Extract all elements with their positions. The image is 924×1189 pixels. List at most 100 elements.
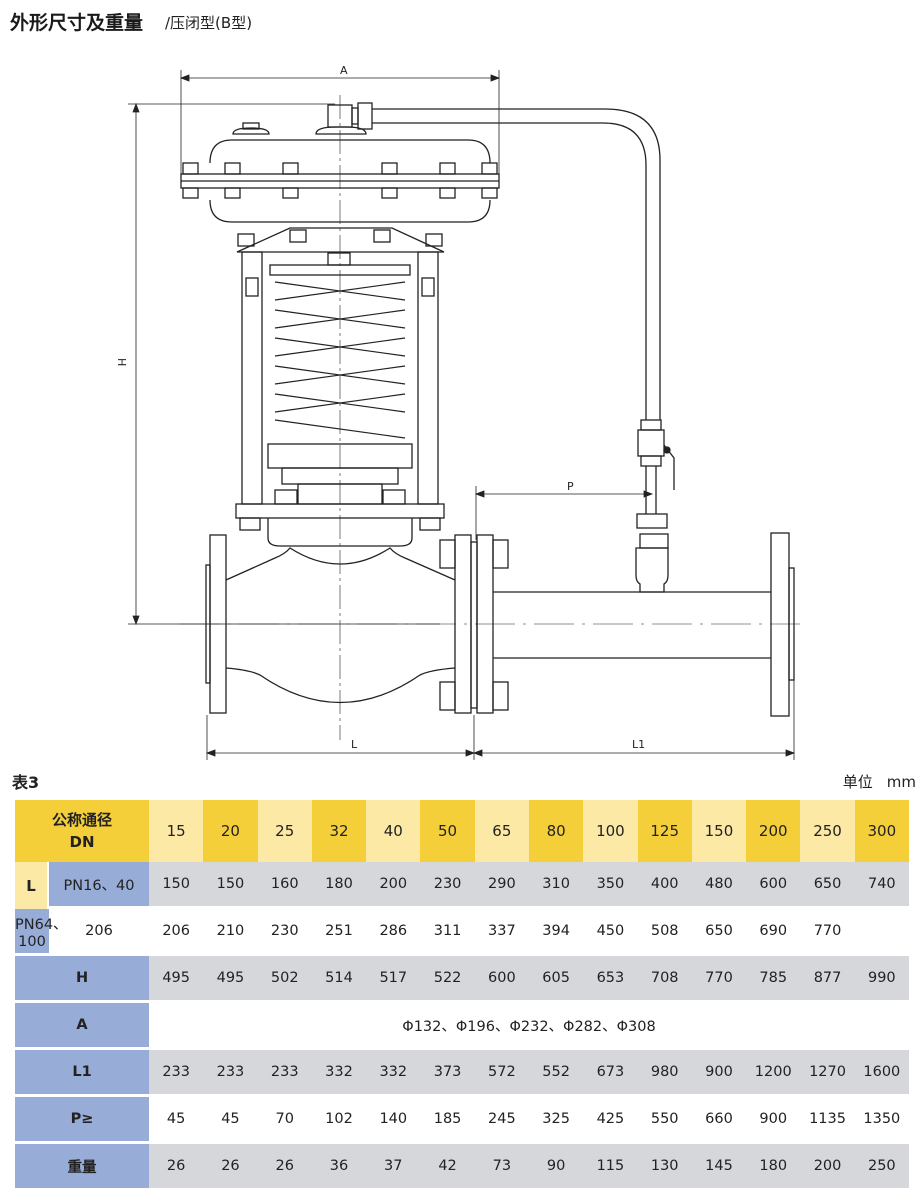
value-cell: 1600 (854, 1050, 909, 1094)
value-cell: 180 (746, 1144, 801, 1188)
value-cell: 206 (49, 909, 150, 953)
value-cell: 230 (257, 909, 312, 953)
value-cell: 130 (637, 1144, 692, 1188)
value-cell: 600 (474, 956, 529, 1000)
dn-cell: 250 (800, 800, 855, 862)
value-cell: 42 (420, 1144, 475, 1188)
dn-cell: 65 (474, 800, 529, 862)
value-cell: 660 (691, 1097, 747, 1141)
value-cell: 514 (311, 956, 367, 1000)
value-cell: 290 (474, 862, 529, 906)
dn-header-cn: 公称通径 (52, 811, 113, 829)
label-l1: L1 (632, 738, 645, 751)
value-cell: 650 (691, 909, 747, 953)
value-cell: 550 (637, 1097, 692, 1141)
value-cell: 900 (746, 1097, 801, 1141)
value-cell: 508 (637, 909, 692, 953)
row-label: H (15, 956, 150, 1000)
value-cell: 770 (800, 909, 855, 953)
label-l: L (351, 738, 358, 751)
value-cell: 740 (854, 862, 909, 906)
value-cell: 495 (203, 956, 258, 1000)
value-cell: 115 (583, 1144, 638, 1188)
value-cell: 877 (800, 956, 855, 1000)
row-label: PN64、100 (15, 909, 68, 953)
dn-cell: 40 (366, 800, 421, 862)
label-a: A (340, 64, 348, 77)
value-cell: 206 (149, 909, 204, 953)
housing-bolts (182, 162, 498, 199)
page-subtitle: /压闭型(B型) (165, 14, 253, 32)
value-cell: 495 (149, 956, 204, 1000)
row-label: P≥ (15, 1097, 150, 1141)
dn-cell: 15 (149, 800, 204, 862)
value-cell: 233 (149, 1050, 204, 1094)
spring (274, 281, 406, 439)
value-cell: 245 (474, 1097, 529, 1141)
dimension-l (205, 680, 796, 760)
value-cell: 140 (366, 1097, 421, 1141)
value-cell: 332 (311, 1050, 367, 1094)
value-cell: 480 (691, 862, 747, 906)
value-cell: 450 (583, 909, 638, 953)
value-cell: 200 (366, 862, 421, 906)
value-cell: 600 (746, 862, 801, 906)
merged-cell: Φ132、Φ196、Φ232、Φ282、Φ308 (149, 1003, 909, 1047)
value-cell: 708 (637, 956, 692, 1000)
value-cell: 145 (691, 1144, 747, 1188)
row-label: A (15, 1003, 150, 1047)
dimension-p (474, 486, 654, 540)
dn-cell: 150 (691, 800, 747, 862)
value-cell: 332 (366, 1050, 421, 1094)
dimension-a (179, 70, 501, 175)
value-cell: 150 (149, 862, 204, 906)
value-cell: 990 (854, 956, 909, 1000)
dn-cell: 300 (854, 800, 909, 862)
table-caption: 表3 (12, 773, 40, 792)
value-cell: 233 (257, 1050, 312, 1094)
value-cell: 37 (366, 1144, 421, 1188)
value-cell: 517 (366, 956, 421, 1000)
value-cell: 425 (583, 1097, 638, 1141)
dn-cell: 25 (257, 800, 312, 862)
value-cell: 605 (528, 956, 584, 1000)
value-cell: 1350 (854, 1097, 909, 1141)
value-cell: 770 (691, 956, 747, 1000)
value-cell: 180 (311, 862, 367, 906)
value-cell: 785 (746, 956, 801, 1000)
value-cell: 73 (474, 1144, 529, 1188)
valve-drawing: A H (0, 50, 924, 765)
value-cell: 36 (311, 1144, 367, 1188)
label-p: P (567, 480, 574, 493)
value-cell: 650 (800, 862, 855, 906)
row-label: PN16、40 (49, 862, 150, 906)
value-cell: 26 (257, 1144, 312, 1188)
value-cell: 690 (746, 909, 801, 953)
value-cell: 185 (420, 1097, 475, 1141)
value-cell: 90 (528, 1144, 584, 1188)
page-title: 外形尺寸及重量 (10, 12, 144, 34)
value-cell: 325 (528, 1097, 584, 1141)
value-cell: 1270 (800, 1050, 855, 1094)
dn-cell: 32 (311, 800, 367, 862)
value-cell: 502 (257, 956, 312, 1000)
value-cell: 1200 (746, 1050, 801, 1094)
label-h: H (115, 358, 128, 366)
value-cell: 200 (800, 1144, 855, 1188)
value-cell: 286 (366, 909, 421, 953)
value-cell: 210 (203, 909, 258, 953)
dn-cell: 50 (420, 800, 475, 862)
value-cell: 350 (583, 862, 638, 906)
value-cell: 900 (691, 1050, 747, 1094)
